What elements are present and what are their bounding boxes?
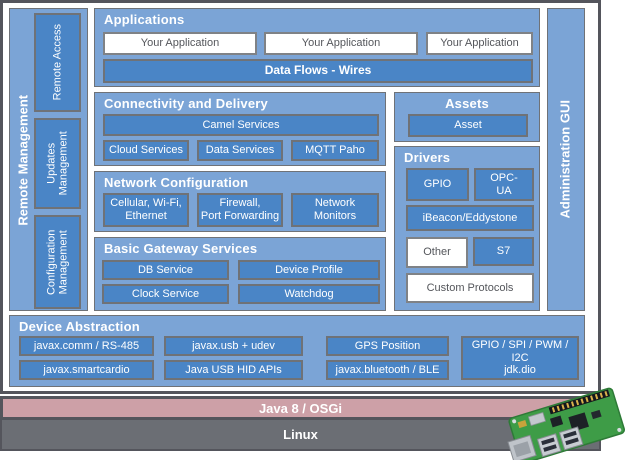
panel-administration-gui: Administration GUI bbox=[547, 8, 585, 311]
box-gps-position: GPS Position bbox=[326, 336, 449, 356]
box-custom-protocols: Custom Protocols bbox=[406, 273, 534, 303]
box-cellular-wifi-ethernet: Cellular, Wi-Fi, Ethernet bbox=[103, 193, 189, 227]
basic-gateway-services-title: Basic Gateway Services bbox=[104, 241, 258, 256]
box-cloud-services: Cloud Services bbox=[103, 140, 189, 161]
panel-drivers: Drivers GPIO OPC- UA iBeacon/Eddystone O… bbox=[394, 146, 540, 311]
box-watchdog: Watchdog bbox=[238, 284, 380, 304]
remote-management-title: Remote Management bbox=[15, 95, 31, 226]
box-javax-smartcardio: javax.smartcardio bbox=[19, 360, 154, 380]
configuration-management-label: Configuration Management bbox=[45, 229, 70, 295]
box-java-usb-hid-apis: Java USB HID APIs bbox=[164, 360, 303, 380]
box-javax-usb-udev: javax.usb + udev bbox=[164, 336, 303, 356]
panel-remote-management: Remote Management Remote Access Updates … bbox=[9, 8, 88, 311]
network-configuration-title: Network Configuration bbox=[104, 175, 249, 190]
box-asset: Asset bbox=[408, 114, 528, 137]
box-your-application-3: Your Application bbox=[426, 32, 533, 55]
remote-access-label: Remote Access bbox=[51, 24, 64, 101]
box-other-driver: Other bbox=[406, 237, 468, 268]
linux-bar: Linux bbox=[0, 420, 601, 451]
box-camel-services: Camel Services bbox=[103, 114, 379, 136]
box-your-application-2: Your Application bbox=[264, 32, 418, 55]
box-javax-bluetooth-ble: javax.bluetooth / BLE bbox=[326, 360, 449, 380]
box-ibeacon-eddystone-driver: iBeacon/Eddystone bbox=[406, 205, 534, 231]
box-device-profile: Device Profile bbox=[238, 260, 380, 280]
box-configuration-management: Configuration Management bbox=[34, 215, 81, 309]
java-osgi-bar: Java 8 / OSGi bbox=[0, 396, 601, 420]
box-mqtt-paho: MQTT Paho bbox=[291, 140, 379, 161]
box-data-flows-wires: Data Flows - Wires bbox=[103, 59, 533, 83]
box-javax-comm-rs485: javax.comm / RS-485 bbox=[19, 336, 154, 356]
box-opc-ua-driver: OPC- UA bbox=[474, 168, 534, 201]
administration-gui-title: Administration GUI bbox=[557, 100, 573, 219]
panel-assets: Assets Asset bbox=[394, 92, 540, 142]
panel-network-configuration: Network Configuration Cellular, Wi-Fi, E… bbox=[94, 171, 386, 232]
drivers-title: Drivers bbox=[404, 150, 451, 165]
box-remote-access: Remote Access bbox=[34, 13, 81, 112]
panel-device-abstraction: Device Abstraction javax.comm / RS-485 j… bbox=[9, 315, 585, 387]
box-db-service: DB Service bbox=[102, 260, 229, 280]
box-gpio-driver: GPIO bbox=[406, 168, 469, 201]
box-your-application-1: Your Application bbox=[103, 32, 257, 55]
assets-title: Assets bbox=[445, 96, 489, 111]
box-firewall-port-forwarding: Firewall, Port Forwarding bbox=[197, 193, 283, 227]
applications-title: Applications bbox=[104, 12, 185, 27]
box-clock-service: Clock Service bbox=[102, 284, 229, 304]
connectivity-title: Connectivity and Delivery bbox=[104, 96, 268, 111]
device-abstraction-title: Device Abstraction bbox=[19, 319, 140, 334]
box-updates-management: Updates Management bbox=[34, 118, 81, 209]
panel-basic-gateway-services: Basic Gateway Services DB Service Device… bbox=[94, 237, 386, 311]
updates-management-label: Updates Management bbox=[45, 131, 70, 196]
box-data-services: Data Services bbox=[197, 140, 283, 161]
box-network-monitors: Network Monitors bbox=[291, 193, 379, 227]
gateway-stack-box: Remote Management Remote Access Updates … bbox=[0, 0, 601, 394]
box-gpio-spi-pwm-i2c: GPIO / SPI / PWM / I2C jdk.dio bbox=[461, 336, 579, 380]
panel-connectivity: Connectivity and Delivery Camel Services… bbox=[94, 92, 386, 166]
box-s7-driver: S7 bbox=[473, 237, 534, 266]
raspberry-pi-image bbox=[507, 387, 625, 460]
panel-applications: Applications Your Application Your Appli… bbox=[94, 8, 540, 87]
